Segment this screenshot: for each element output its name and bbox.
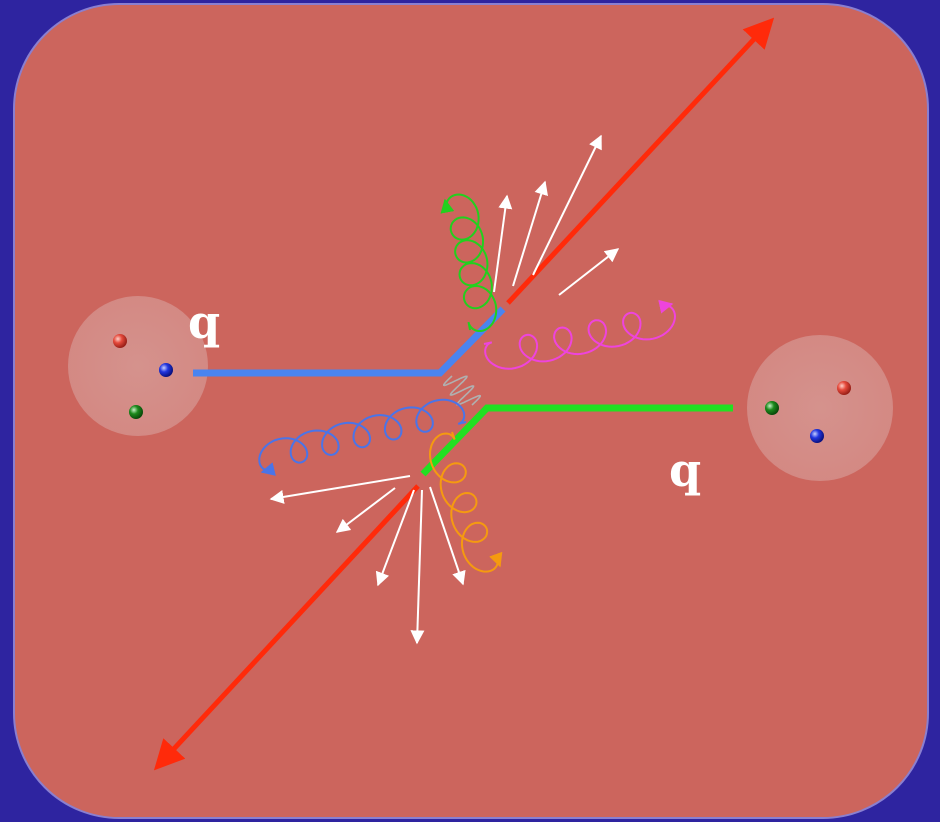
hadron-left xyxy=(68,296,208,436)
quark-blue-ball xyxy=(159,363,173,377)
quark-red-ball xyxy=(113,334,127,348)
quark-green-ball xyxy=(129,405,143,419)
hadron-right xyxy=(747,335,893,481)
quark-label-left: q xyxy=(188,295,220,349)
quark-red-ball xyxy=(837,381,851,395)
quark-blue-ball xyxy=(810,429,824,443)
quark-label-right: q xyxy=(669,443,701,497)
quark-green-ball xyxy=(765,401,779,415)
